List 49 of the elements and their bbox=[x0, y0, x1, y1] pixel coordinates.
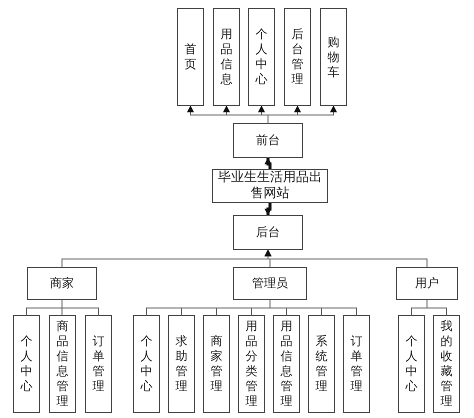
node-label: 用户 bbox=[414, 276, 440, 291]
node-box bbox=[396, 267, 458, 300]
node-label: 后台 bbox=[255, 225, 281, 240]
node-label: 购物车 bbox=[328, 34, 340, 80]
node-box bbox=[308, 315, 335, 413]
node-box bbox=[284, 8, 311, 106]
connector-arrow bbox=[268, 105, 337, 124]
connector-arrow bbox=[264, 249, 428, 268]
node-label: 个人中心 bbox=[256, 27, 268, 87]
node-label: 商家管理 bbox=[210, 334, 222, 394]
node-label: 我的收藏管理 bbox=[440, 319, 452, 409]
node-box bbox=[168, 315, 195, 413]
node-label: 毕业生生活用品出售网站 bbox=[217, 170, 323, 202]
node-box bbox=[85, 315, 112, 413]
node-label: 商家 bbox=[49, 276, 75, 291]
node-box bbox=[343, 315, 370, 413]
node-box bbox=[233, 215, 303, 250]
node-box bbox=[433, 315, 460, 413]
node-label: 个人中心 bbox=[140, 334, 152, 394]
node-box bbox=[27, 267, 97, 300]
node-box bbox=[133, 315, 160, 413]
connector-arrow bbox=[264, 203, 272, 216]
node-box bbox=[398, 315, 425, 413]
node-box bbox=[273, 315, 300, 413]
node-label: 个人中心 bbox=[406, 334, 418, 394]
node-label: 管理员 bbox=[251, 276, 289, 291]
node-label: 用品信息 bbox=[220, 27, 232, 87]
node-box bbox=[49, 315, 76, 413]
node-box bbox=[233, 123, 303, 158]
node-box bbox=[238, 315, 265, 413]
node-box bbox=[320, 8, 347, 106]
node-box bbox=[203, 315, 230, 413]
node-box bbox=[233, 267, 307, 300]
node-label: 商品信息管理 bbox=[56, 319, 68, 409]
node-label: 用品信息管理 bbox=[280, 319, 292, 409]
connector-arrow bbox=[264, 157, 272, 169]
node-label: 首页 bbox=[184, 42, 196, 72]
node-box bbox=[248, 8, 275, 106]
node-label: 订单管理 bbox=[350, 334, 362, 394]
node-label: 个人中心 bbox=[20, 334, 32, 394]
node-label: 用品分类管理 bbox=[246, 319, 258, 409]
node-label: 系统管理 bbox=[316, 334, 328, 394]
node-box bbox=[13, 315, 40, 413]
node-label: 后台管理 bbox=[292, 27, 304, 87]
node-label: 前台 bbox=[255, 133, 281, 148]
node-label: 求助管理 bbox=[176, 334, 188, 394]
node-label: 订单管理 bbox=[92, 334, 104, 394]
node-box bbox=[177, 8, 204, 106]
node-box bbox=[213, 8, 240, 106]
